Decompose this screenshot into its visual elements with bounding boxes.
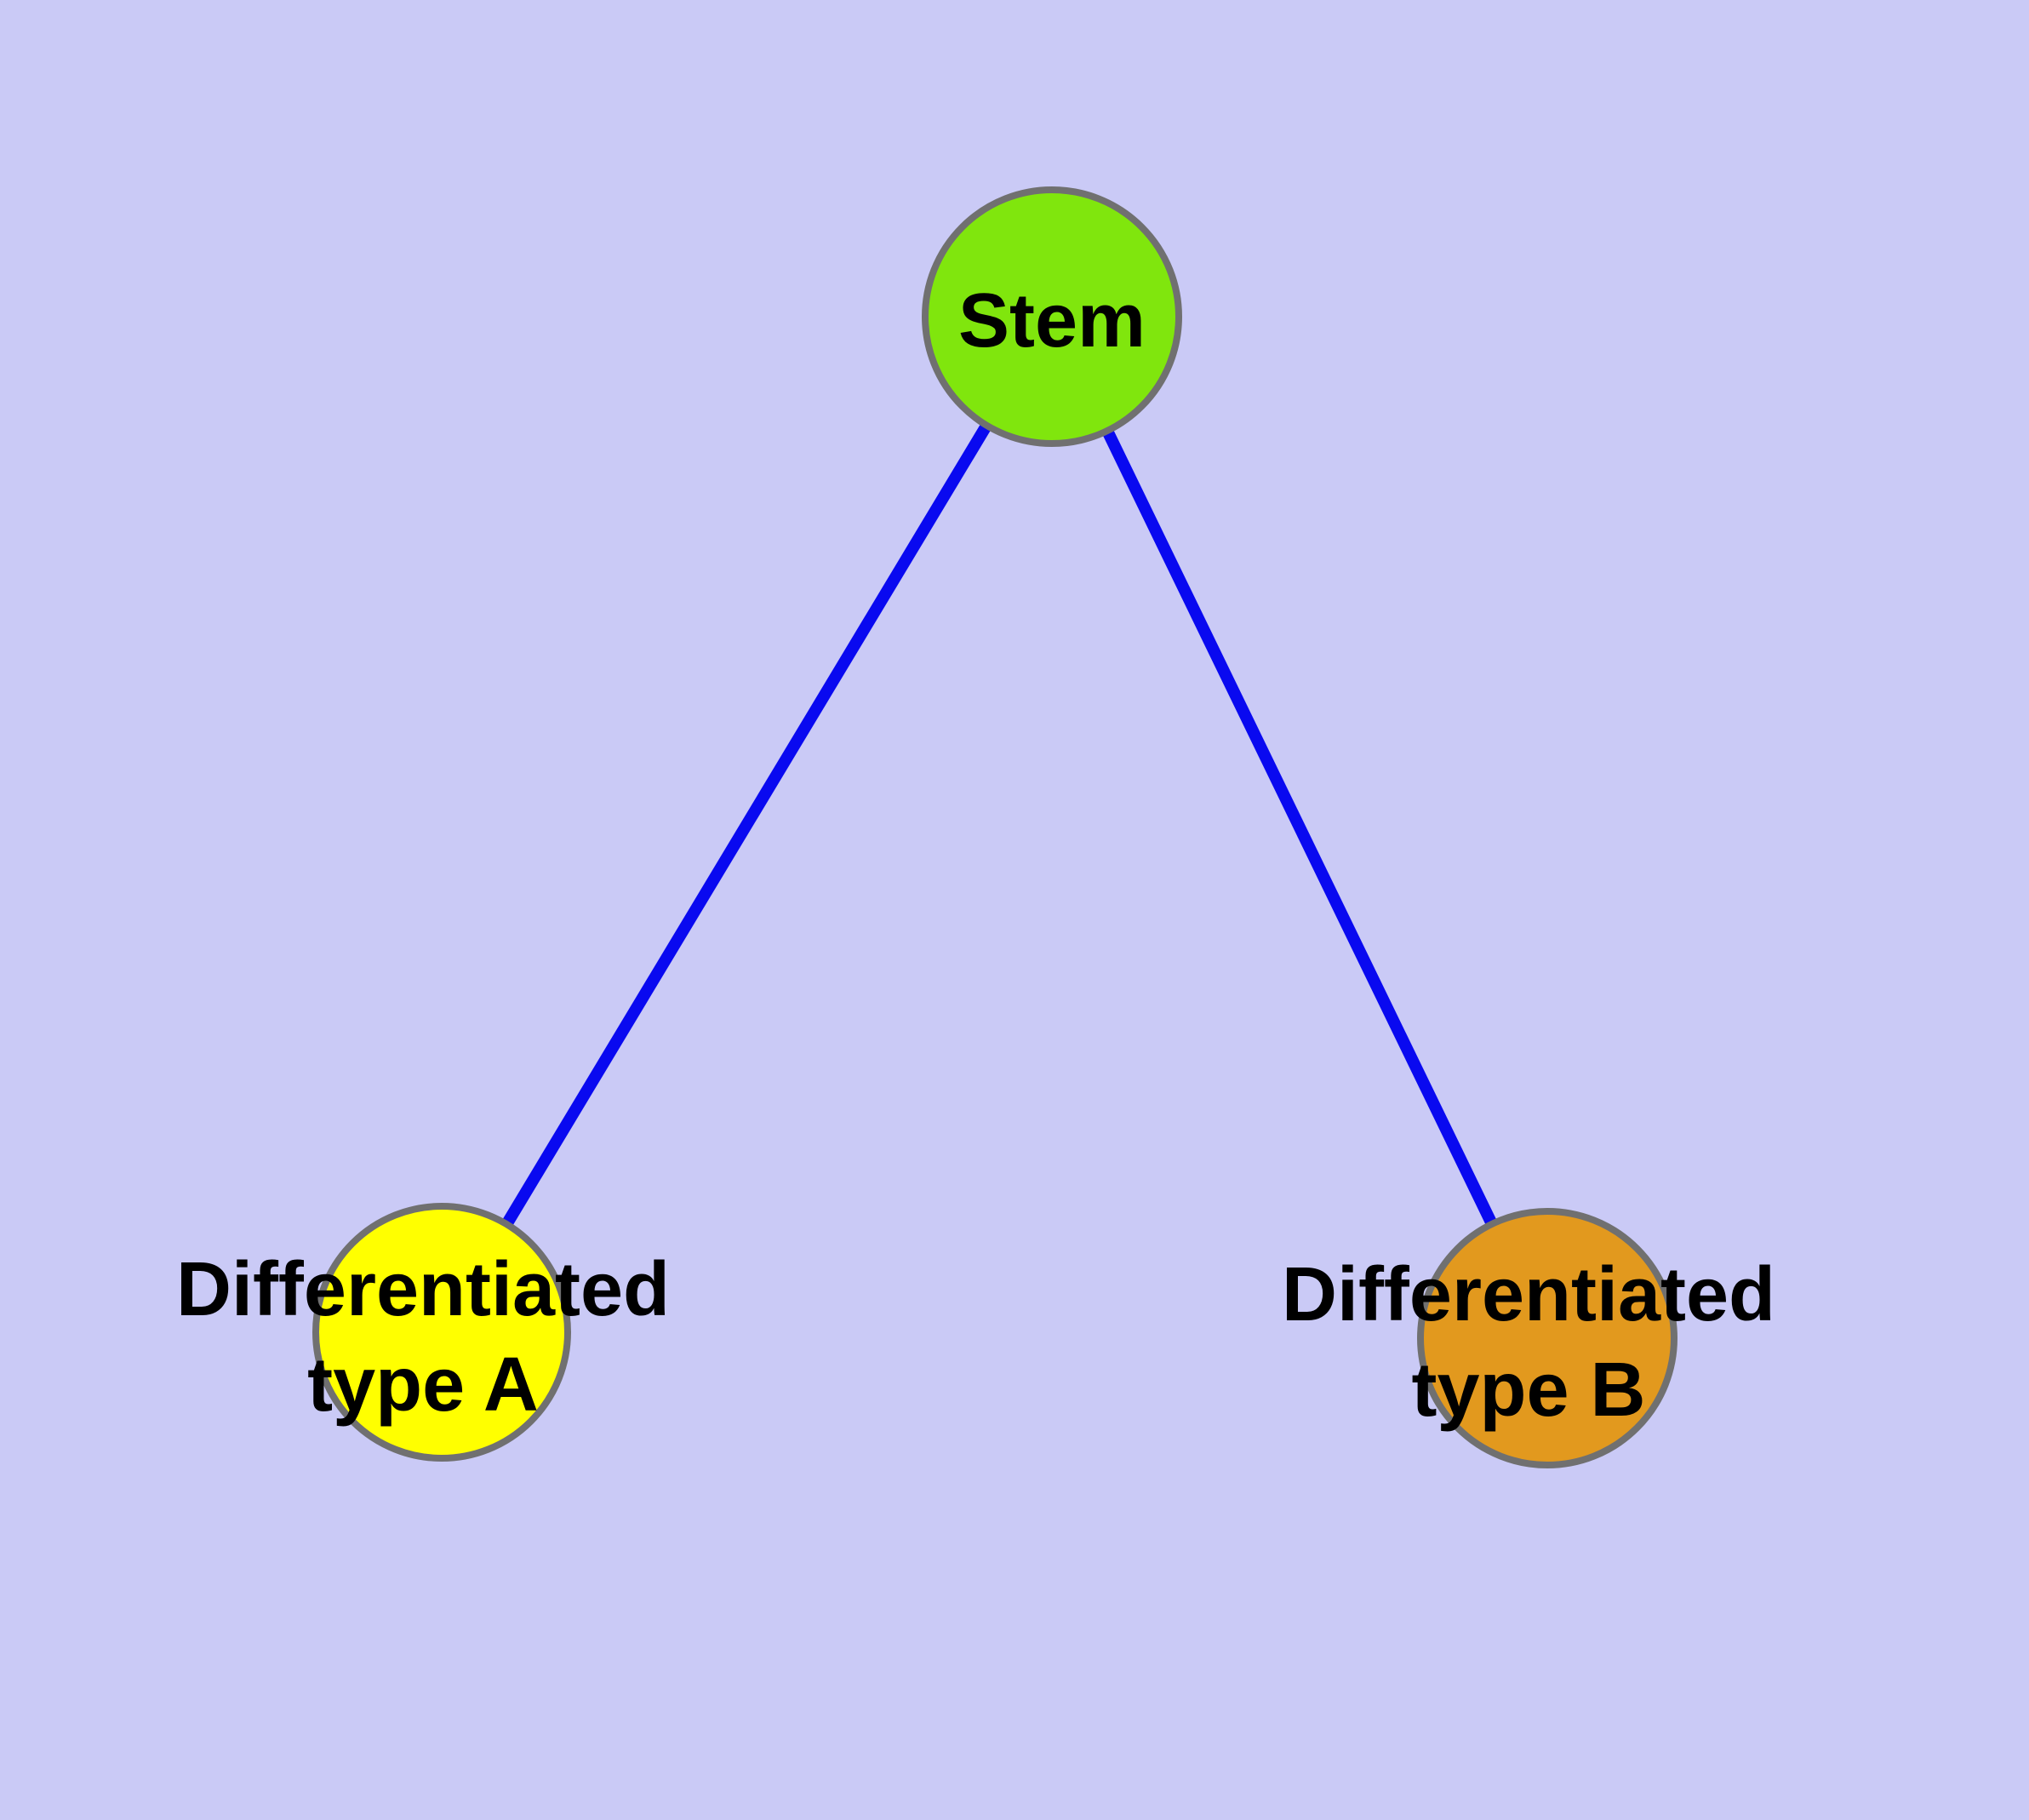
node-stem-label: Stem xyxy=(958,278,1146,363)
node-type-b-label-line1: Differentiated xyxy=(1282,1252,1775,1337)
node-type-a-label-line1: Differentiated xyxy=(176,1247,670,1332)
node-stem xyxy=(922,186,1182,447)
node-type-a xyxy=(312,1203,571,1462)
node-type-b xyxy=(1417,1208,1677,1468)
edge-stem-to-type-b xyxy=(1046,313,1553,1342)
node-type-a-label-line2: type A xyxy=(307,1342,539,1428)
edge-stem-to-type-a xyxy=(437,313,1057,1336)
node-type-b-label-line2: type B xyxy=(1411,1348,1645,1433)
